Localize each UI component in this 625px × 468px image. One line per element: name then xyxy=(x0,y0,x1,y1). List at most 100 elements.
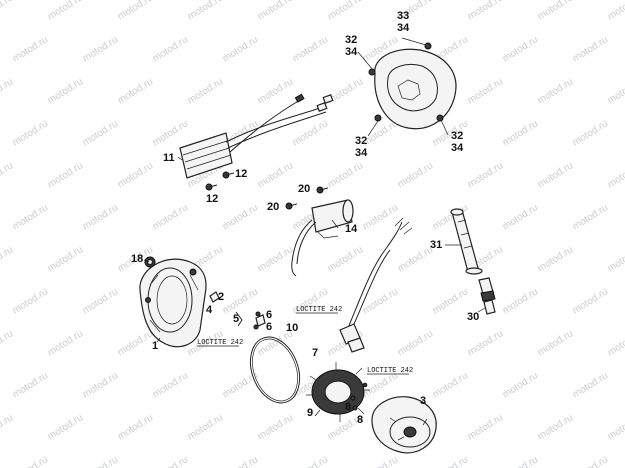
watermark-text: motod.ru xyxy=(361,286,400,316)
label-32-top-left: 32 xyxy=(345,34,357,46)
watermark-text: motod.ru xyxy=(11,454,50,468)
watermark-text: motod.ru xyxy=(466,412,505,442)
watermark-text: motod.ru xyxy=(0,244,15,274)
label-6b: 6 xyxy=(266,321,272,333)
loctite-note-upper: LOCTITE 242 xyxy=(296,306,342,314)
stator-assembly xyxy=(306,217,413,422)
label-4: 4 xyxy=(206,304,213,316)
watermark-text: motod.ru xyxy=(186,0,225,23)
watermark-text: motod.ru xyxy=(256,244,295,274)
watermark-text: motod.ru xyxy=(81,118,120,148)
watermark-text: motod.ru xyxy=(186,76,225,106)
watermark-text: motod.ru xyxy=(326,76,365,106)
watermark-text: motod.ru xyxy=(291,454,330,468)
label-34-top: 34 xyxy=(397,22,410,34)
watermark-text: motod.ru xyxy=(536,328,575,358)
watermark-text: motod.ru xyxy=(501,370,540,400)
watermark-text: motod.ru xyxy=(81,286,120,316)
watermark-text: motod.ru xyxy=(0,0,15,23)
label-34-top-left: 34 xyxy=(345,46,358,58)
label-14: 14 xyxy=(345,223,358,235)
label-34-bottom-left: 34 xyxy=(355,147,368,159)
watermark-text: motod.ru xyxy=(151,454,190,468)
watermark-text: motod.ru xyxy=(11,118,50,148)
part-numbers: 1 2 3 4 5 6 6 7 8 8 9 10 11 12 12 14 18 … xyxy=(131,10,479,426)
label-3: 3 xyxy=(420,395,426,407)
label-10: 10 xyxy=(286,322,298,334)
watermark-text: motod.ru xyxy=(571,454,610,468)
watermark-text: motod.ru xyxy=(501,118,540,148)
watermark-text: motod.ru xyxy=(116,76,155,106)
watermark-text: motod.ru xyxy=(11,370,50,400)
watermark-text: motod.ru xyxy=(46,76,85,106)
watermark-text: motod.ru xyxy=(116,412,155,442)
watermark-text: motod.ru xyxy=(291,34,330,64)
watermark-text: motod.ru xyxy=(501,286,540,316)
watermark-text: motod.ru xyxy=(571,370,610,400)
watermark-text: motod.ru xyxy=(606,160,625,190)
label-5: 5 xyxy=(233,313,239,325)
watermark-text: motod.ru xyxy=(396,160,435,190)
label-12a: 12 xyxy=(235,168,247,180)
watermark-text: motod.ru xyxy=(11,202,50,232)
spark-plug xyxy=(478,277,496,315)
watermark-text: motod.ru xyxy=(536,244,575,274)
label-30: 30 xyxy=(467,311,479,323)
watermark-text: motod.ru xyxy=(326,0,365,23)
label-9: 9 xyxy=(307,407,313,419)
watermark-text: motod.ru xyxy=(221,202,260,232)
loctite-underlines xyxy=(197,312,409,375)
label-1: 1 xyxy=(152,340,158,352)
watermark-text: motod.ru xyxy=(11,286,50,316)
voltage-regulator xyxy=(179,93,334,191)
label-34-bottom-right: 34 xyxy=(451,142,464,154)
label-12b: 12 xyxy=(206,193,218,205)
watermark-text: motod.ru xyxy=(571,202,610,232)
watermark-text: motod.ru xyxy=(361,454,400,468)
watermark-text: motod.ru xyxy=(466,76,505,106)
watermark-text: motod.ru xyxy=(0,412,15,442)
watermark-text: motod.ru xyxy=(0,328,15,358)
watermark-text: motod.ru xyxy=(291,118,330,148)
watermark-text: motod.ru xyxy=(466,160,505,190)
label-2: 2 xyxy=(218,291,224,303)
loctite-note-right: LOCTITE 242 xyxy=(367,367,413,375)
watermark-text: motod.ru xyxy=(46,0,85,23)
watermark-text: motod.ru xyxy=(151,370,190,400)
watermark-text: motod.ru xyxy=(46,412,85,442)
watermark-text: motod.ru xyxy=(256,0,295,23)
ignition-coil xyxy=(285,186,354,277)
watermark-text: motod.ru xyxy=(326,160,365,190)
watermark-text: motod.ru xyxy=(431,454,470,468)
label-7: 7 xyxy=(312,347,318,359)
watermark-text: motod.ru xyxy=(46,244,85,274)
watermark-text: motod.ru xyxy=(256,412,295,442)
leader-lines xyxy=(143,37,486,343)
watermark-text: motod.ru xyxy=(606,328,625,358)
watermark-text: motod.ru xyxy=(221,454,260,468)
watermark-text: motod.ru xyxy=(536,160,575,190)
watermark-text: motod.ru xyxy=(116,328,155,358)
watermark-text: motod.ru xyxy=(81,454,120,468)
watermark-text: motod.ru xyxy=(431,370,470,400)
label-20a: 20 xyxy=(298,183,310,195)
watermark-text: motod.ru xyxy=(11,34,50,64)
watermark-text: motod.ru xyxy=(81,202,120,232)
watermark-text: motod.ru xyxy=(361,202,400,232)
watermark-text: motod.ru xyxy=(466,0,505,23)
watermark-text: motod.ru xyxy=(46,328,85,358)
watermark-text: motod.ru xyxy=(221,34,260,64)
watermark-text: motod.ru xyxy=(536,412,575,442)
watermark-text: motod.ru xyxy=(501,202,540,232)
spark-plug-cap xyxy=(450,208,483,275)
watermark-text: motod.ru xyxy=(151,202,190,232)
watermark-text: motod.ru xyxy=(606,76,625,106)
label-31: 31 xyxy=(430,239,442,251)
watermark-text: motod.ru xyxy=(431,286,470,316)
label-18: 18 xyxy=(131,253,143,265)
watermark-text: motod.ru xyxy=(501,34,540,64)
watermark-text: motod.ru xyxy=(606,0,625,23)
watermark-text: motod.ru xyxy=(186,412,225,442)
